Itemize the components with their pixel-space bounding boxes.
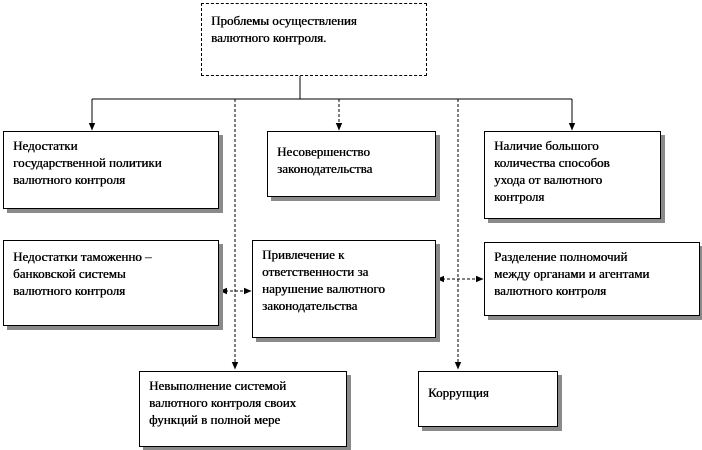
many-ways-node: Наличие большого количества способов ухо… [484,131,661,219]
customs-bank-node: Недостатки таможенно – банковской систем… [3,240,219,326]
state-policy-node: Недостатки государственной политики валю… [3,131,219,209]
root-node: Проблемы осуществления валютного контрол… [201,3,427,76]
legislation-node: Несовершенство законодательства [267,131,436,197]
failure-node: Невыполнение системой валютного контроля… [139,371,347,447]
split-powers-node: Разделение полномочий между органами и а… [484,242,700,316]
responsibility-node: Привлечение к ответственности за нарушен… [252,240,436,338]
corruption-node: Коррупция [418,371,558,427]
